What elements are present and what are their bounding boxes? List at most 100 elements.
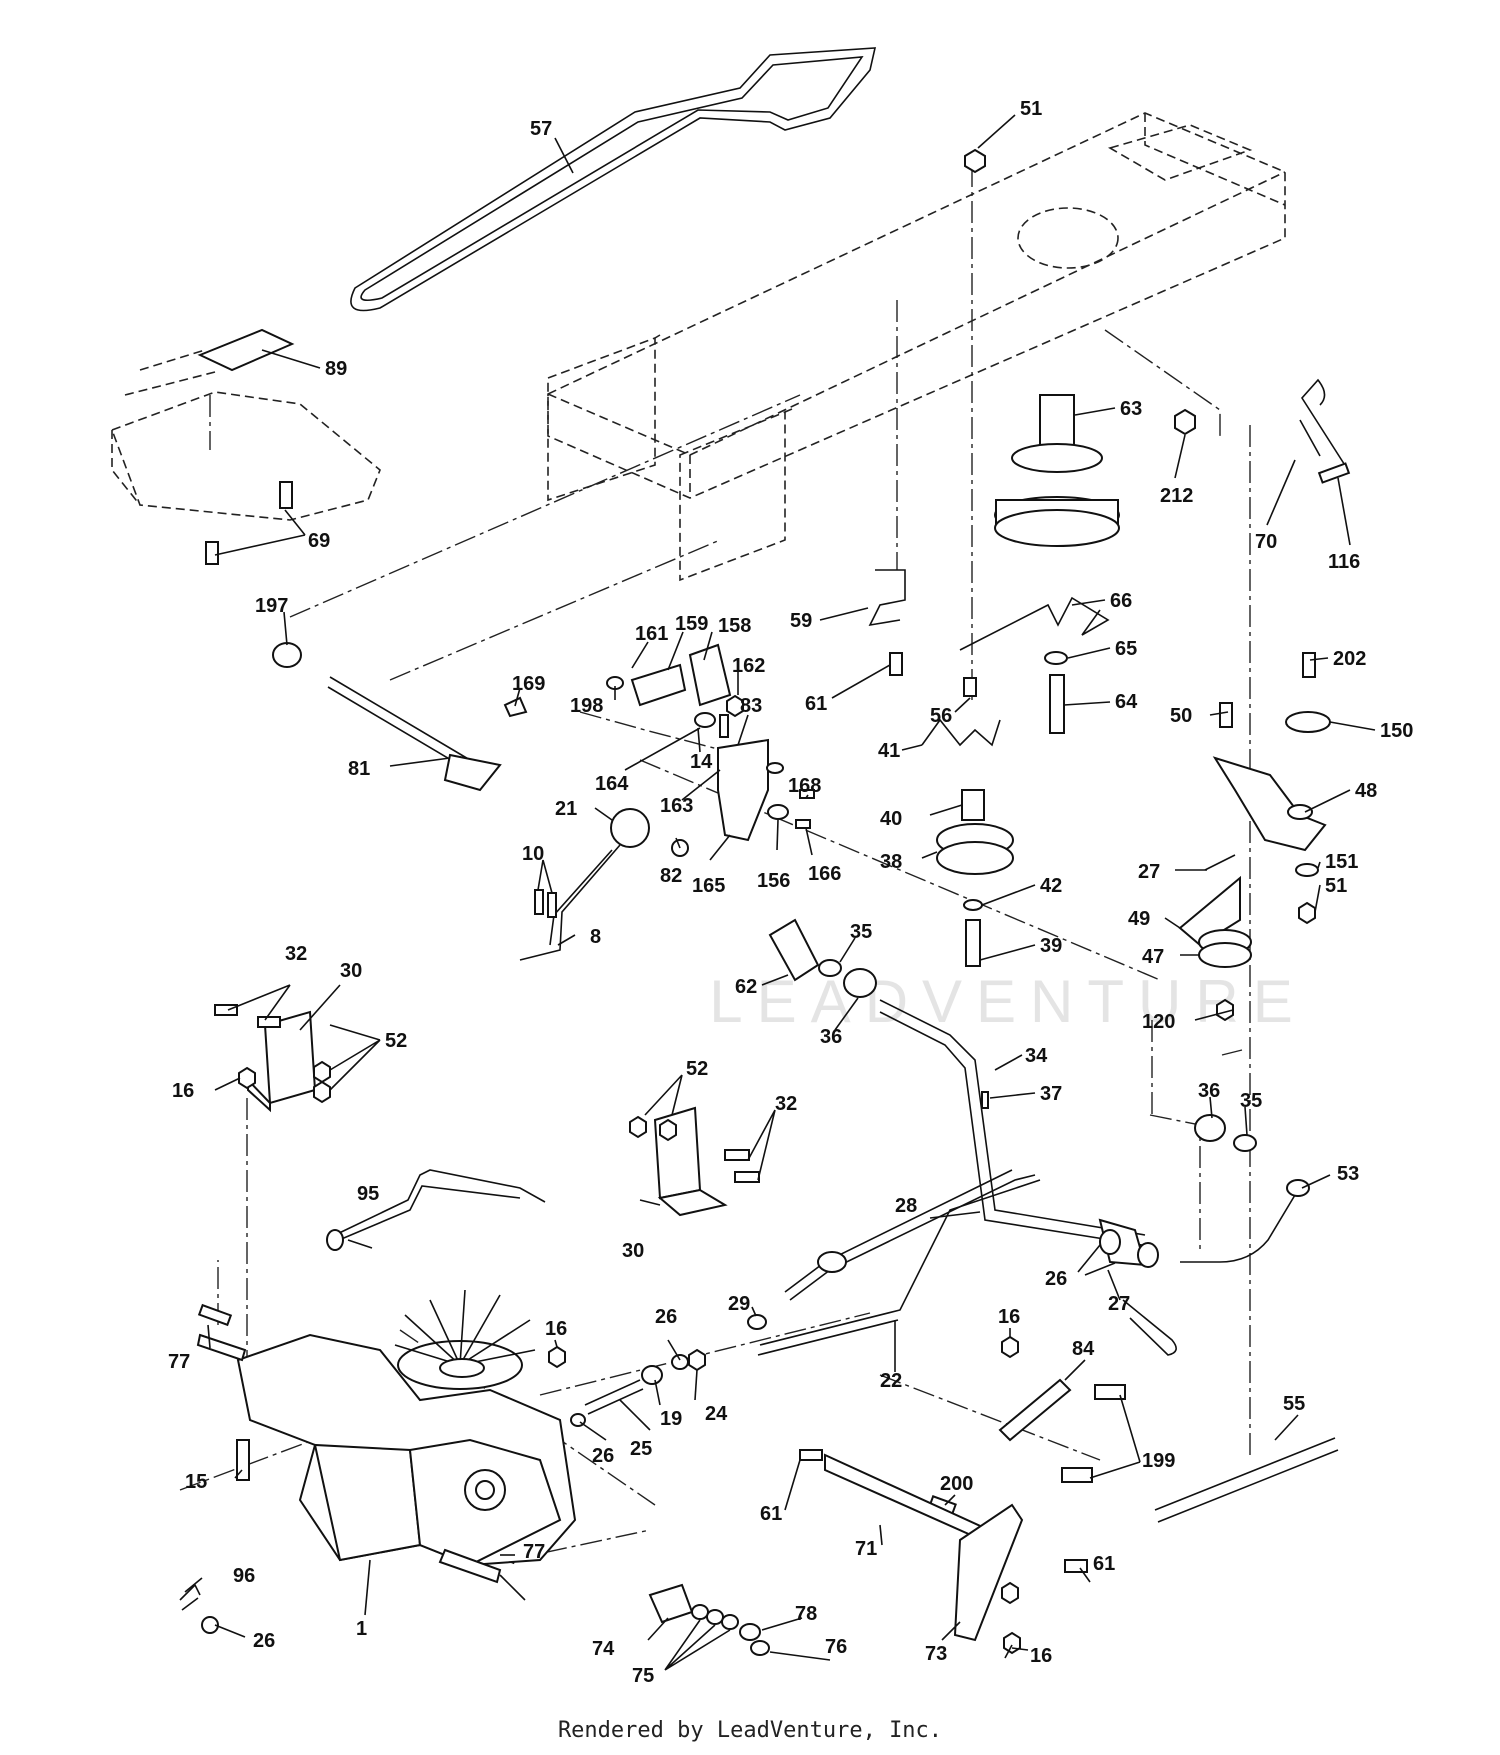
callout-37: 37 <box>1040 1083 1062 1105</box>
callout-84: 84 <box>1072 1338 1095 1360</box>
leader-lines <box>184 114 1376 1671</box>
callout-165: 165 <box>692 875 725 897</box>
callout-198: 198 <box>570 695 603 717</box>
callout-16: 16 <box>172 1080 194 1102</box>
callout-26: 26 <box>253 1630 275 1652</box>
callout-16: 16 <box>545 1318 567 1340</box>
callout-40: 40 <box>880 808 902 830</box>
footer-credit: Rendered by LeadVenture, Inc. <box>557 1718 943 1743</box>
callout-64: 64 <box>1115 691 1138 713</box>
callout-34: 34 <box>1025 1045 1048 1067</box>
callout-81: 81 <box>348 758 370 780</box>
callout-16: 16 <box>998 1306 1020 1328</box>
callout-39: 39 <box>1040 935 1062 957</box>
callout-116: 116 <box>1328 551 1360 573</box>
callout-50: 50 <box>1170 705 1192 727</box>
callout-19: 19 <box>660 1408 682 1430</box>
callout-16: 16 <box>1030 1645 1052 1667</box>
callout-83: 83 <box>740 695 762 717</box>
callout-30: 30 <box>340 960 362 982</box>
callout-70: 70 <box>1255 531 1277 553</box>
callout-36: 36 <box>1198 1080 1220 1102</box>
callout-159: 159 <box>675 613 708 635</box>
callout-61: 61 <box>760 1503 782 1525</box>
callout-42: 42 <box>1040 875 1062 897</box>
drive-belt <box>350 47 877 312</box>
callout-65: 65 <box>1115 638 1137 660</box>
callout-77: 77 <box>523 1541 545 1563</box>
callout-202: 202 <box>1333 648 1366 670</box>
callout-161: 161 <box>635 623 668 645</box>
callout-26: 26 <box>1045 1268 1067 1290</box>
callout-29: 29 <box>728 1293 750 1315</box>
callout-28: 28 <box>895 1195 917 1217</box>
callout-61: 61 <box>1093 1553 1115 1575</box>
callout-30: 30 <box>622 1240 644 1262</box>
callout-25: 25 <box>630 1438 652 1460</box>
callout-52: 52 <box>686 1058 708 1080</box>
callout-55: 55 <box>1283 1393 1305 1415</box>
callout-168: 168 <box>788 775 821 797</box>
callout-61: 61 <box>805 693 827 715</box>
callout-120: 120 <box>1142 1011 1175 1033</box>
callout-32: 32 <box>775 1093 797 1115</box>
callout-labels: 57 51 89 63 212 70 116 69 66 197 161 159… <box>168 98 1413 1687</box>
callout-166: 166 <box>808 863 841 885</box>
callout-14: 14 <box>690 751 713 773</box>
callout-162: 162 <box>732 655 765 677</box>
callout-56: 56 <box>930 705 952 727</box>
callout-52: 52 <box>385 1030 407 1052</box>
callout-78: 78 <box>795 1603 817 1625</box>
callout-63: 63 <box>1120 398 1142 420</box>
callout-32: 32 <box>285 943 307 965</box>
callout-8: 8 <box>590 926 601 948</box>
callout-51: 51 <box>1020 98 1042 120</box>
callout-151: 151 <box>1325 851 1358 873</box>
callout-150: 150 <box>1380 720 1413 742</box>
callout-57: 57 <box>530 118 552 140</box>
callout-22: 22 <box>880 1370 902 1392</box>
callout-96: 96 <box>233 1565 255 1587</box>
callout-73: 73 <box>925 1643 947 1665</box>
callout-76: 76 <box>825 1636 847 1658</box>
callout-200: 200 <box>940 1473 973 1495</box>
callout-36: 36 <box>820 1026 842 1048</box>
callout-24: 24 <box>705 1403 728 1425</box>
callout-69: 69 <box>308 530 330 552</box>
callout-47: 47 <box>1142 946 1164 968</box>
watermark: LEADVENTURE <box>709 968 1306 1035</box>
callout-49: 49 <box>1128 908 1150 930</box>
callout-169: 169 <box>512 673 545 695</box>
callout-62: 62 <box>735 976 757 998</box>
callout-59: 59 <box>790 610 812 632</box>
callout-35: 35 <box>1240 1090 1262 1112</box>
callout-15: 15 <box>185 1471 207 1493</box>
callout-71: 71 <box>855 1538 877 1560</box>
callout-1: 1 <box>356 1618 367 1640</box>
callout-212: 212 <box>1160 485 1193 507</box>
callout-26: 26 <box>655 1306 677 1328</box>
callout-41: 41 <box>878 740 900 762</box>
callout-27: 27 <box>1138 861 1160 883</box>
callout-26: 26 <box>592 1445 614 1467</box>
callout-163: 163 <box>660 795 693 817</box>
callout-164: 164 <box>595 773 629 795</box>
callout-95: 95 <box>357 1183 379 1205</box>
callout-197: 197 <box>255 595 288 617</box>
transaxle <box>196 1289 577 1601</box>
callout-77: 77 <box>168 1351 190 1373</box>
callout-27: 27 <box>1108 1293 1130 1315</box>
frame-outline <box>110 112 1286 582</box>
callout-89: 89 <box>325 358 347 380</box>
callout-199: 199 <box>1142 1450 1175 1472</box>
callout-75: 75 <box>632 1665 654 1687</box>
callout-48: 48 <box>1355 780 1377 802</box>
callout-82: 82 <box>660 865 682 887</box>
parts <box>179 148 1351 1656</box>
callout-74: 74 <box>592 1638 615 1660</box>
callout-10: 10 <box>522 843 544 865</box>
callout-158: 158 <box>718 615 751 637</box>
callout-53: 53 <box>1337 1163 1359 1185</box>
callout-38: 38 <box>880 851 902 873</box>
